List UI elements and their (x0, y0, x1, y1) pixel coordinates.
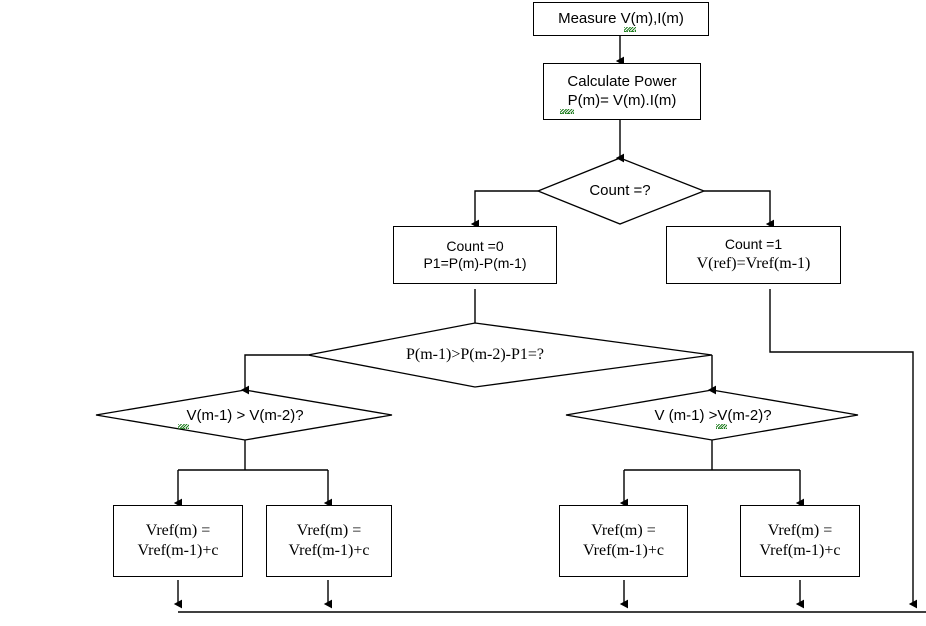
wire-counttest-right (704, 190, 775, 229)
node-count-0: Count =0 P1=P(m)-P(m-1) (393, 226, 557, 284)
wire-powertest-left (240, 354, 308, 395)
node-count-1-line-2: V(ref)=Vref(m-1) (696, 254, 811, 272)
node-vref-2-line-1: Vref(m) = (296, 522, 362, 539)
node-vref-1-line-2: Vref(m-1)+c (137, 542, 219, 559)
node-volt-test-left-label: V(m-1) > V(m-2)? (186, 406, 304, 424)
node-vref-4-line-2: Vref(m-1)+c (759, 542, 841, 559)
node-vref-3: Vref(m) = Vref(m-1)+c (559, 505, 688, 577)
node-volt-test-right: V (m-1) >V(m-2)? (604, 402, 822, 430)
decision-shape-volt-right (565, 389, 859, 441)
decision-shape-power-test (307, 322, 713, 388)
node-count-1: Count =1 V(ref)=Vref(m-1) (666, 226, 841, 284)
spellcheck-underline-measure (624, 27, 636, 32)
spellcheck-underline-volt-right (716, 424, 727, 429)
spellcheck-underline-volt-left (178, 424, 189, 429)
node-measure-line-1: Measure V(m),I(m) (558, 9, 684, 27)
node-count-1-line-1: Count =1 (724, 236, 783, 253)
node-vref-4: Vref(m) = Vref(m-1)+c (740, 505, 860, 577)
node-count-test-label: Count =? (589, 181, 651, 199)
node-vref-4-line-1: Vref(m) = (767, 522, 833, 539)
node-count-0-line-1: Count =0 (446, 237, 504, 254)
node-volt-test-left: V(m-1) > V(m-2)? (136, 402, 354, 430)
node-vref-2-line-2: Vref(m-1)+c (288, 542, 370, 559)
node-vref-1-line-1: Vref(m) = (145, 522, 211, 539)
node-measure: Measure V(m),I(m) (533, 2, 709, 36)
node-calculate-power: Calculate Power P(m)= V(m).I(m) (543, 63, 701, 120)
node-power-test-label: P(m-1)>P(m-2)-P1=? (405, 346, 545, 363)
node-count-0-line-2: P1=P(m)-P(m-1) (423, 255, 527, 271)
node-calculate-power-line-2: P(m)= V(m).I(m) (567, 91, 677, 109)
node-vref-1: Vref(m) = Vref(m-1)+c (113, 505, 243, 577)
decision-shape-volt-left (95, 389, 393, 441)
node-vref-3-line-1: Vref(m) = (591, 522, 656, 539)
node-volt-test-right-label: V (m-1) >V(m-2)? (654, 406, 772, 424)
spellcheck-underline-calculate-power (560, 109, 574, 114)
node-power-test: P(m-1)>P(m-2)-P1=? (355, 340, 595, 370)
node-count-test: Count =? (558, 176, 682, 206)
node-vref-3-line-2: Vref(m-1)+c (583, 542, 664, 559)
wire-counttest-left (470, 190, 538, 229)
node-calculate-power-line-1: Calculate Power (567, 72, 677, 90)
decision-shape-count-test (536, 157, 706, 225)
node-vref-2: Vref(m) = Vref(m-1)+c (266, 505, 392, 577)
